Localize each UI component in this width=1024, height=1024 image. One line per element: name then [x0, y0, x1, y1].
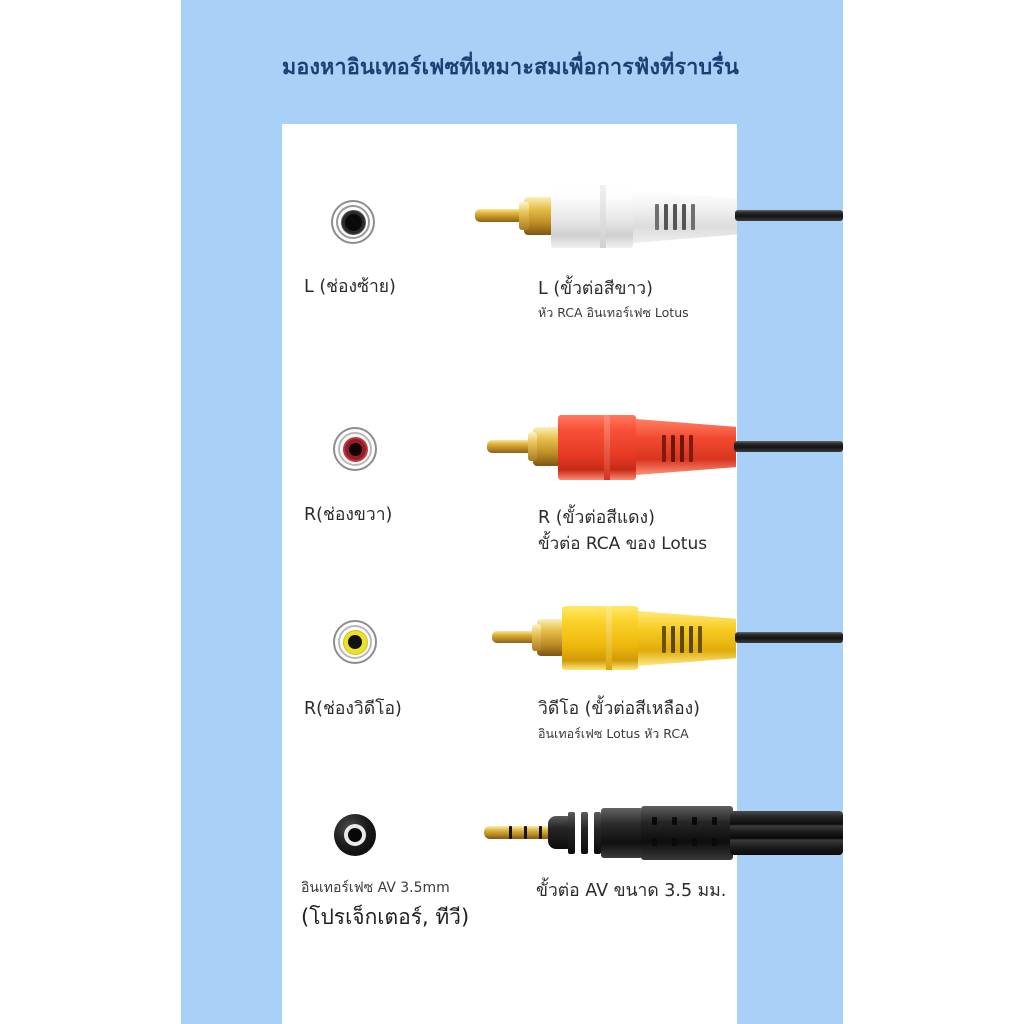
aux-socket-black-icon [334, 814, 376, 856]
connector-sublabel-video: อินเทอร์เฟซ Lotus หัว RCA [538, 726, 689, 741]
socket-label-aux-2: (โปรเจ็กเตอร์, ทีวี) [301, 905, 470, 929]
socket-label-left: L (ช่องซ้าย) [304, 277, 396, 297]
connector-label-left: L (ขั้วต่อสีขาว) [538, 279, 653, 299]
connector-label-right: R (ขั้วต่อสีแดง) [538, 508, 655, 528]
page-title: มองหาอินเทอร์เฟซที่เหมาะสมเพื่อการฟังที่… [282, 55, 740, 80]
socket-label-aux: อินเทอร์เฟซ AV 3.5mm [301, 880, 450, 896]
white-content-card [282, 124, 737, 1024]
socket-label-right: R(ช่องขวา) [304, 505, 393, 525]
socket-label-video: R(ช่องวิดีโอ) [304, 699, 402, 719]
connector-label-aux: ขั้วต่อ AV ขนาด 3.5 มม. [536, 881, 727, 901]
connector-label-video: วิดีโอ (ขั้วต่อสีเหลือง) [538, 699, 700, 719]
rca-socket-yellow-icon [333, 620, 377, 664]
connector-sublabel-right: ขั้วต่อ RCA ของ Lotus [538, 534, 708, 554]
rca-socket-red-icon [333, 427, 377, 471]
connector-sublabel-left: หัว RCA อินเทอร์เฟซ Lotus [538, 305, 689, 320]
rca-socket-white-icon [331, 200, 375, 244]
